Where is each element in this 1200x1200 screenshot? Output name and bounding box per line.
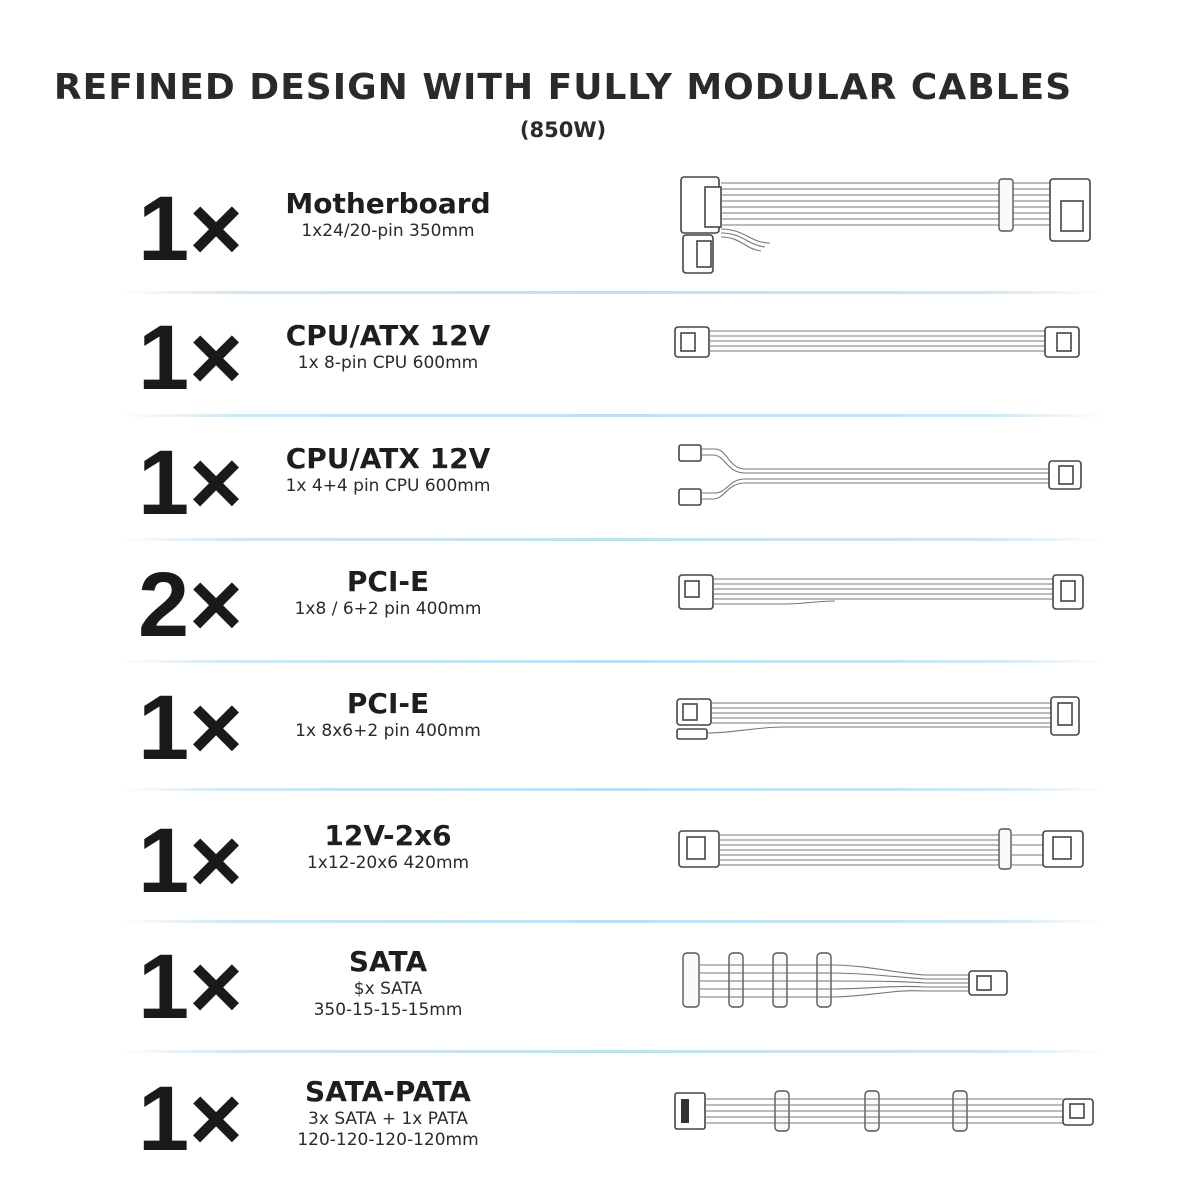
cable-spec: 1x 8-pin CPU 600mm	[297, 353, 479, 373]
cable-quantity: 1×	[138, 432, 243, 534]
cable-spec: $x SATA	[353, 979, 423, 999]
cable-name: PCI-E	[346, 687, 430, 720]
cable-info: SATA $x SATA 350-15-15-15mm	[238, 945, 538, 1021]
cable-list: 1× Motherboard 1x24/20-pin 350mm 1× CPU/…	[0, 163, 1200, 1181]
cable-row-pcie-split: 1× PCI-E 1x 8x6+2 pin 400mm	[0, 661, 1200, 791]
cable-quantity: 1×	[138, 810, 243, 912]
cable-row-sata-pata: 1× SATA-PATA 3x SATA + 1x PATA 120-120-1…	[0, 1051, 1200, 1181]
cable-row-12v-2x6: 1× 12V-2x6 1x12-20x6 420mm	[0, 789, 1200, 923]
cable-row-cpu-8pin: 1× CPU/ATX 12V 1x 8-pin CPU 600mm	[0, 293, 1200, 417]
12v-2x6-cable-icon	[678, 828, 1084, 870]
page-title: REFINED DESIGN WITH FULLY MODULAR CABLES	[53, 67, 1073, 108]
cpu-8pin-cable-icon	[674, 326, 1080, 358]
sata-pata-cable-icon	[674, 1090, 1094, 1132]
row-divider	[118, 291, 1108, 294]
row-divider	[118, 538, 1108, 541]
cable-spec: 1x8 / 6+2 pin 400mm	[294, 599, 482, 619]
pcie-cable-icon	[678, 574, 1084, 610]
cable-row-pcie: 2× PCI-E 1x8 / 6+2 pin 400mm	[0, 539, 1200, 663]
row-divider	[118, 920, 1108, 923]
cable-quantity: 1×	[138, 936, 243, 1038]
cable-spec: 120-120-120-120mm	[297, 1130, 479, 1150]
cable-info: Motherboard 1x24/20-pin 350mm	[238, 187, 538, 242]
sata-cable-icon	[682, 952, 1008, 1008]
header: REFINED DESIGN WITH FULLY MODULAR CABLES…	[0, 60, 1126, 144]
pcie-split-cable-icon	[676, 696, 1080, 740]
cable-spec: 1x 4+4 pin CPU 600mm	[285, 476, 491, 496]
cable-info: PCI-E 1x8 / 6+2 pin 400mm	[238, 565, 538, 620]
cable-row-sata: 1× SATA $x SATA 350-15-15-15mm	[0, 921, 1200, 1053]
cable-name: CPU/ATX 12V	[285, 319, 491, 352]
motherboard-cable-icon	[680, 176, 1091, 274]
cable-spec: 350-15-15-15mm	[313, 1000, 463, 1020]
cable-spec: 1x12-20x6 420mm	[306, 853, 470, 873]
cable-info: SATA-PATA 3x SATA + 1x PATA 120-120-120-…	[238, 1075, 538, 1151]
cable-quantity: 1×	[138, 307, 243, 409]
cable-name: 12V-2x6	[324, 819, 452, 852]
cable-quantity: 1×	[138, 1068, 243, 1170]
cable-name: PCI-E	[346, 565, 430, 598]
cable-info: 12V-2x6 1x12-20x6 420mm	[238, 819, 538, 874]
row-divider	[118, 660, 1108, 663]
cable-name: SATA	[348, 945, 428, 978]
cable-name: CPU/ATX 12V	[285, 442, 491, 475]
page-subtitle: (850W)	[519, 118, 607, 142]
row-divider	[118, 414, 1108, 417]
cable-info: CPU/ATX 12V 1x 4+4 pin CPU 600mm	[238, 442, 538, 497]
cable-quantity: 1×	[138, 178, 243, 280]
cable-spec: 1x24/20-pin 350mm	[301, 221, 475, 241]
cable-spec: 3x SATA + 1x PATA	[308, 1109, 468, 1129]
cable-info: CPU/ATX 12V 1x 8-pin CPU 600mm	[238, 319, 538, 374]
cpu-4plus4-cable-icon	[678, 444, 1082, 506]
cable-row-motherboard: 1× Motherboard 1x24/20-pin 350mm	[0, 163, 1200, 294]
cable-name: Motherboard	[285, 187, 491, 220]
cable-quantity: 2×	[138, 554, 243, 656]
row-divider	[118, 1050, 1108, 1053]
row-divider	[118, 788, 1108, 791]
cable-info: PCI-E 1x 8x6+2 pin 400mm	[238, 687, 538, 742]
cable-name: SATA-PATA	[305, 1075, 471, 1108]
cable-quantity: 1×	[138, 677, 243, 779]
cable-spec: 1x 8x6+2 pin 400mm	[295, 721, 481, 741]
cable-row-cpu-4plus4: 1× CPU/ATX 12V 1x 4+4 pin CPU 600mm	[0, 415, 1200, 541]
